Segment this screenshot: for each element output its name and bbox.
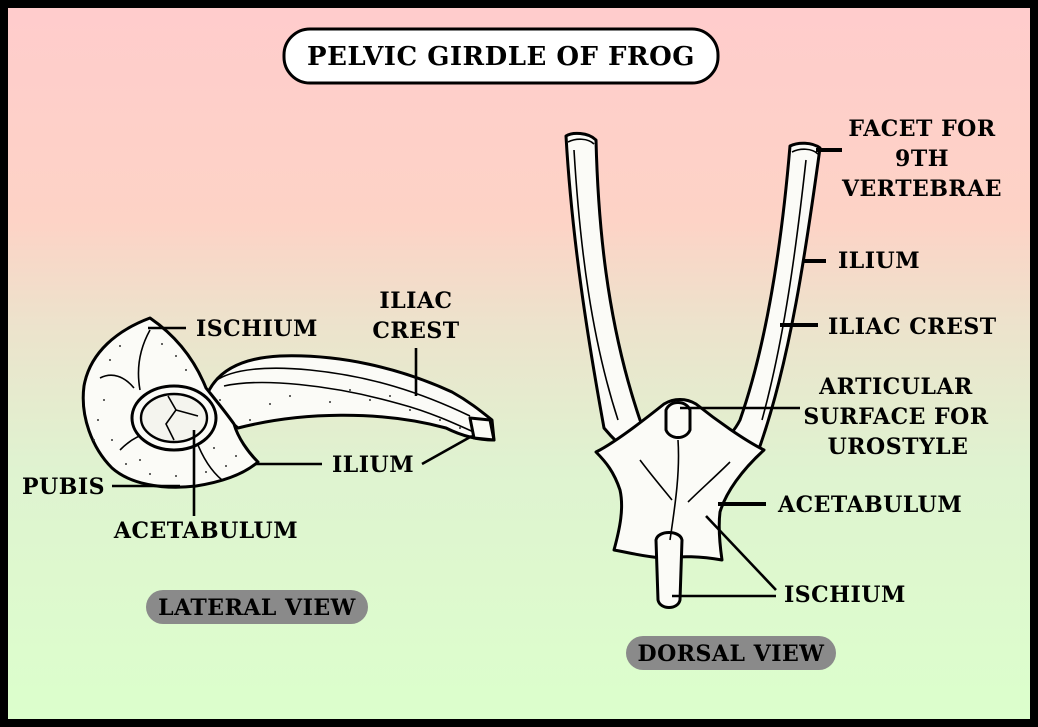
label-articular-line1: ARTICULAR: [818, 374, 973, 400]
lateral-acetabulum-suture-2: [175, 409, 199, 417]
dorsal-leader-lines: [672, 148, 842, 598]
label-articular-line2: SURFACE FOR: [803, 404, 988, 430]
lateral-acetabulum-suture: [165, 395, 177, 441]
lateral-suture-2: [99, 374, 135, 389]
lateral-suture-1: [137, 329, 151, 391]
lateral-acetabulum-cup: [139, 392, 209, 444]
dorsal-left-ilium-line: [573, 149, 619, 421]
lateral-ilium-shaft: [203, 354, 496, 442]
leader-dorsal-ischium-1: [705, 515, 777, 591]
label-facet-line3: VERTEBRAE: [841, 176, 1002, 202]
label-facet-line2: 9TH: [895, 146, 949, 172]
label-dorsal-iliac-crest: ILIAC CREST: [828, 314, 997, 340]
dorsal-view-bone: [564, 131, 822, 609]
title-box: PELVIC GIRDLE OF FROG: [282, 27, 720, 85]
dorsal-center-line-1: [669, 439, 680, 541]
dorsal-view-caption-text: DORSAL VIEW: [638, 641, 825, 667]
lateral-view-bone: [81, 316, 496, 489]
label-articular-line3: UROSTYLE: [828, 434, 969, 460]
dorsal-view-caption: DORSAL VIEW: [626, 636, 836, 670]
lateral-leader-lines: [112, 326, 473, 516]
lateral-iliac-crest-ridge: [213, 367, 471, 417]
lateral-view-caption-text: LATERAL VIEW: [158, 595, 356, 621]
dorsal-ischium-keel: [654, 531, 684, 609]
dorsal-central-body: [594, 398, 766, 562]
label-acetabulum: ACETABULUM: [113, 518, 298, 544]
dorsal-facet-right: [791, 148, 819, 155]
lateral-view-caption: LATERAL VIEW: [146, 590, 368, 624]
dorsal-right-ilium-line: [761, 159, 807, 421]
dorsal-facet-left: [567, 138, 595, 145]
label-ilium: ILIUM: [332, 452, 414, 478]
dorsal-center-line-2: [639, 459, 673, 501]
page-title: PELVIC GIRDLE OF FROG: [307, 42, 695, 72]
dorsal-center-line-3: [687, 461, 731, 503]
leader-ilium-tip: [421, 434, 473, 466]
dorsal-urostyle-ridge: [664, 401, 692, 439]
label-dorsal-ischium: ISCHIUM: [784, 582, 906, 608]
lateral-iliac-crest-ridge-2: [223, 381, 479, 435]
lateral-ilium-tip: [468, 416, 496, 442]
label-ischium: ISCHIUM: [196, 316, 318, 342]
label-dorsal-ilium: ILIUM: [838, 248, 920, 274]
label-iliac-crest-line2: CREST: [372, 318, 459, 344]
lateral-stippling: [93, 343, 461, 477]
label-pubis: PUBIS: [22, 474, 105, 500]
label-iliac-crest-line1: ILIAC: [379, 288, 452, 314]
label-dorsal-acetabulum: ACETABULUM: [777, 492, 962, 518]
label-facet-line1: FACET FOR: [848, 116, 995, 142]
